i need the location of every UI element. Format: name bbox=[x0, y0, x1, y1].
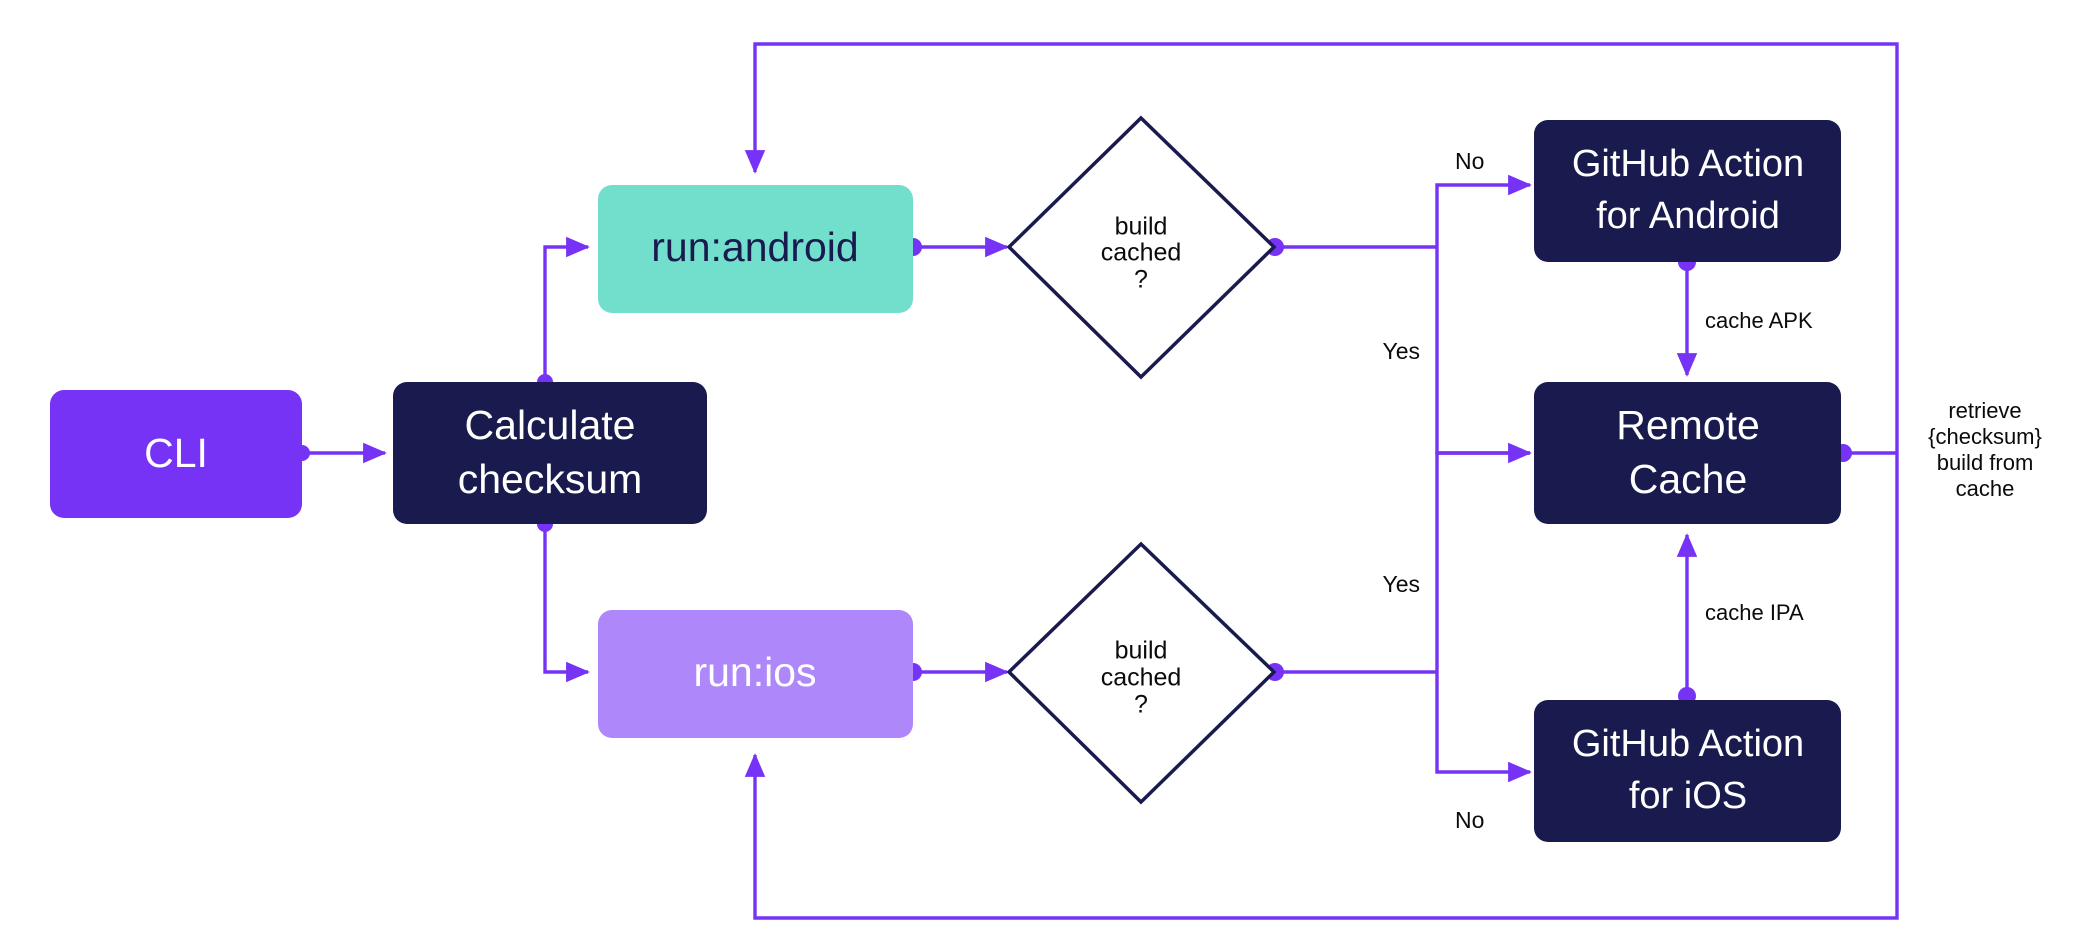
node-run-ios[interactable]: run:ios bbox=[598, 610, 913, 738]
node-remote-cache-label-line1: Remote bbox=[1616, 402, 1760, 448]
edge-run-ios-to-decision bbox=[904, 661, 1009, 683]
node-cli[interactable]: CLI bbox=[50, 390, 302, 518]
edge-label-retrieve-line3: build from bbox=[1937, 450, 2034, 475]
edge-decision-android-stem bbox=[1266, 238, 1437, 256]
node-gha-android-label-line1: GitHub Action bbox=[1572, 143, 1804, 185]
edge-gha-android-to-remote-cache bbox=[1676, 253, 1698, 377]
edge-gha-ios-to-remote-cache bbox=[1676, 533, 1698, 705]
edge-remote-cache-rail bbox=[1834, 444, 1897, 462]
node-gha-ios-label-line1: GitHub Action bbox=[1572, 723, 1804, 765]
edge-label-retrieve-line2: {checksum} bbox=[1928, 424, 2042, 449]
node-decision-build-cached-ios[interactable]: build cached ? bbox=[1006, 541, 1277, 805]
edge-android-yes-to-remote-cache bbox=[1435, 247, 1532, 464]
node-github-action-ios[interactable]: GitHub Action for iOS bbox=[1534, 700, 1841, 842]
edge-label-no-android: No bbox=[1455, 148, 1484, 174]
node-run-android[interactable]: run:android bbox=[598, 185, 913, 313]
decision-ios-label-line3: ? bbox=[1134, 691, 1148, 719]
edge-ios-no-to-gha bbox=[1435, 672, 1532, 783]
node-gha-android-label-line2: for Android bbox=[1596, 195, 1780, 237]
edge-label-retrieve-line4: cache bbox=[1956, 476, 2015, 501]
decision-android-label-line3: ? bbox=[1134, 266, 1148, 294]
decision-android-label-line2: cached bbox=[1101, 239, 1182, 267]
node-checksum-label-line2: checksum bbox=[458, 456, 643, 502]
decision-ios-label-line1: build bbox=[1115, 637, 1168, 665]
edge-label-yes-ios: Yes bbox=[1382, 571, 1420, 597]
node-gha-ios-label-line2: for iOS bbox=[1629, 775, 1747, 817]
node-decision-build-cached-android[interactable]: build cached ? bbox=[1006, 115, 1277, 380]
edge-label-cache-apk: cache APK bbox=[1705, 308, 1813, 333]
node-run-ios-label: run:ios bbox=[693, 649, 816, 695]
edge-checksum-to-run-ios bbox=[537, 516, 590, 683]
node-cli-label: CLI bbox=[144, 430, 208, 476]
node-checksum-label-line1: Calculate bbox=[465, 402, 636, 448]
edge-label-yes-android: Yes bbox=[1382, 338, 1420, 364]
edge-remote-cache-to-run-ios-loop bbox=[744, 453, 1899, 920]
node-remote-cache-label-line2: Cache bbox=[1629, 456, 1748, 502]
edge-remote-cache-to-run-android-loop bbox=[744, 42, 1899, 453]
node-run-android-label: run:android bbox=[651, 224, 858, 270]
decision-android-label-line1: build bbox=[1115, 213, 1168, 241]
edge-label-retrieve-line1: retrieve bbox=[1948, 398, 2021, 423]
edge-checksum-to-run-android bbox=[537, 236, 590, 390]
decision-ios-label-line2: cached bbox=[1101, 664, 1182, 692]
edge-android-no-to-gha bbox=[1435, 174, 1532, 247]
node-github-action-android[interactable]: GitHub Action for Android bbox=[1534, 120, 1841, 262]
edge-decision-ios-stem bbox=[1266, 663, 1437, 681]
node-remote-cache[interactable]: Remote Cache bbox=[1534, 382, 1841, 524]
edge-ios-yes-to-remote-cache bbox=[1435, 451, 1530, 672]
edge-label-cache-ipa: cache IPA bbox=[1705, 600, 1804, 625]
edge-run-android-to-decision bbox=[904, 236, 1009, 258]
edge-label-no-ios: No bbox=[1455, 807, 1484, 833]
edge-cli-to-checksum bbox=[294, 442, 387, 464]
node-calculate-checksum[interactable]: Calculate checksum bbox=[393, 382, 707, 524]
